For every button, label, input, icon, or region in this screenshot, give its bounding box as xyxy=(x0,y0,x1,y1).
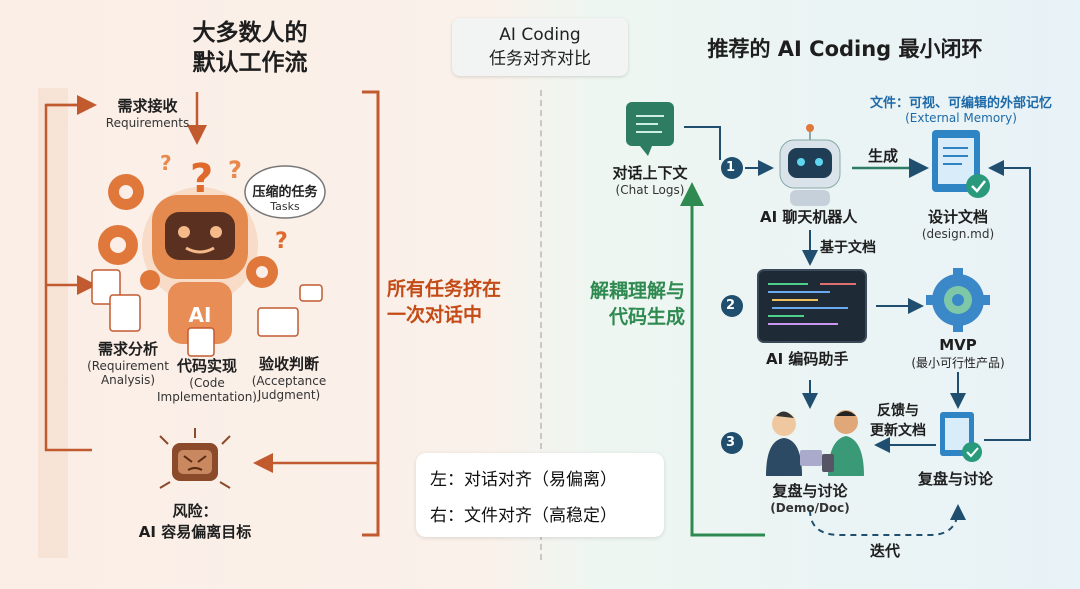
right-title: 推荐的 AI Coding 最小闭环 xyxy=(707,37,983,61)
risk-node: 风险： AI 容易偏离目标 xyxy=(120,500,270,542)
req-analysis-node: 需求分析 (Requirement Analysis) xyxy=(78,338,178,387)
design-doc-label: 设计文档 xyxy=(927,208,988,226)
code-impl-en1: (Code xyxy=(189,376,225,390)
svg-text:?: ? xyxy=(228,156,242,184)
review-left-label: 复盘与讨论 xyxy=(772,482,848,500)
confused-robot-illustration: AI ? ? ? ? xyxy=(91,151,326,357)
mvp-sub: (最小可行性产品) xyxy=(911,356,1005,370)
req-receive-label: 需求接收 xyxy=(117,97,178,115)
generate-label: 生成 xyxy=(868,147,899,165)
feedback-node: 反馈与 更新文档 xyxy=(860,400,936,440)
chat-logs-icon xyxy=(626,102,674,156)
legend-left-item: 左：对话对齐（易偏离） xyxy=(430,470,617,490)
middle-title-line2: 任务对齐对比 xyxy=(489,49,591,69)
review-left-node: 复盘与讨论 (Demo/Doc) xyxy=(760,480,860,515)
acceptance-en2: Judgment) xyxy=(257,388,321,402)
left-title: 大多数人的 默认工作流 xyxy=(150,18,350,78)
risk-label-line2: AI 容易偏离目标 xyxy=(138,523,252,541)
decouple-label: 解耦理解与 代码生成 xyxy=(575,278,685,330)
coding-assistant-label: AI 编码助手 xyxy=(766,350,849,368)
design-doc-icon xyxy=(932,130,990,198)
step1-badge xyxy=(721,157,743,179)
feedback-line2: 更新文档 xyxy=(870,423,926,439)
review-left-en: (Demo/Doc) xyxy=(770,501,850,515)
req-analysis-label: 需求分析 xyxy=(97,340,158,358)
decouple-line xyxy=(680,182,765,537)
risk-robot-icon xyxy=(159,428,231,489)
req-receive-node: 需求接收 Requirements xyxy=(95,95,200,130)
review-to-design-loop xyxy=(984,160,1031,441)
step3-number: 3 xyxy=(726,435,736,450)
mvp-gear-icon xyxy=(926,268,990,332)
middle-title-line1: AI Coding xyxy=(499,25,581,45)
center-divider xyxy=(540,90,542,560)
req-analysis-en2: Analysis) xyxy=(100,373,156,387)
compressed-tasks-cloud: 压缩的任务 Tasks xyxy=(248,181,322,213)
bracket-label: 所有任务挤在 一次对话中 xyxy=(387,276,501,328)
bracket-label-line2: 一次对话中 xyxy=(387,304,483,326)
file-note-en: (External Memory) xyxy=(905,111,1017,125)
compressed-tasks-label: 压缩的任务 xyxy=(252,185,318,200)
task-bracket xyxy=(362,90,380,537)
based-on-doc-label: 基于文档 xyxy=(820,240,876,256)
design-doc-en: (design.md) xyxy=(921,227,995,241)
legend-right-item: 右：文件对齐（高稳定） xyxy=(430,506,617,526)
req-receive-en: Requirements xyxy=(105,116,190,130)
code-impl-node: 代码实现 (Code Implementation) xyxy=(153,355,261,404)
chatbot-label: AI 聊天机器人 xyxy=(760,208,858,226)
step1-number: 1 xyxy=(726,160,736,175)
decouple-label-line1: 解耦理解与 xyxy=(589,280,685,302)
legend-box: 左：对话对齐（易偏离） 右：文件对齐（高稳定） xyxy=(416,453,664,537)
mvp-node: MVP (最小可行性产品) xyxy=(900,336,1016,371)
acceptance-en1: (Acceptance xyxy=(251,374,327,388)
code-impl-label: 代码实现 xyxy=(176,357,237,375)
design-doc-node: 设计文档 (design.md) xyxy=(912,206,1004,241)
req-analysis-en1: (Requirement xyxy=(87,359,169,373)
svg-text:?: ? xyxy=(275,229,288,254)
discussion-people-icon xyxy=(766,410,864,476)
coding-assistant-icon xyxy=(757,269,867,343)
step2-badge xyxy=(721,295,743,317)
left-title-line1: 大多数人的 xyxy=(192,20,308,46)
iterate-label: 迭代 xyxy=(870,542,901,560)
chatbot-icon xyxy=(779,124,841,206)
svg-text:?: ? xyxy=(190,156,213,202)
chat-context-en: (Chat Logs) xyxy=(615,183,685,197)
chat-to-bot-line xyxy=(684,126,721,160)
middle-title-box: AI Coding 任务对齐对比 xyxy=(452,18,628,76)
bracket-label-line1: 所有任务挤在 xyxy=(387,278,502,300)
iterate-dashed-arrow xyxy=(809,504,966,536)
review-doc-icon xyxy=(940,412,982,462)
step3-badge xyxy=(721,432,743,454)
risk-label-line1: 风险： xyxy=(172,502,218,520)
file-note-label: 文件：可视、可编辑的外部记忆 xyxy=(869,96,1052,111)
ai-badge: AI xyxy=(189,303,212,327)
step2-number: 2 xyxy=(726,298,736,313)
mvp-label: MVP xyxy=(939,336,977,354)
review-right-label: 复盘与讨论 xyxy=(918,470,994,488)
left-side-strip xyxy=(38,88,68,558)
feedback-line1: 反馈与 xyxy=(877,403,919,419)
file-note: 文件：可视、可编辑的外部记忆 (External Memory) xyxy=(852,92,1070,125)
acceptance-label: 验收判断 xyxy=(258,355,319,373)
decouple-label-line2: 代码生成 xyxy=(608,306,685,328)
compressed-tasks-en: Tasks xyxy=(270,200,300,213)
svg-text:?: ? xyxy=(160,151,172,175)
acceptance-node: 验收判断 (Acceptance Judgment) xyxy=(245,353,333,402)
chat-context-node: 对话上下文 (Chat Logs) xyxy=(598,162,702,197)
left-title-line2: 默认工作流 xyxy=(192,50,308,76)
chat-context-label: 对话上下文 xyxy=(612,164,688,182)
code-impl-en2: Implementation) xyxy=(157,390,257,404)
